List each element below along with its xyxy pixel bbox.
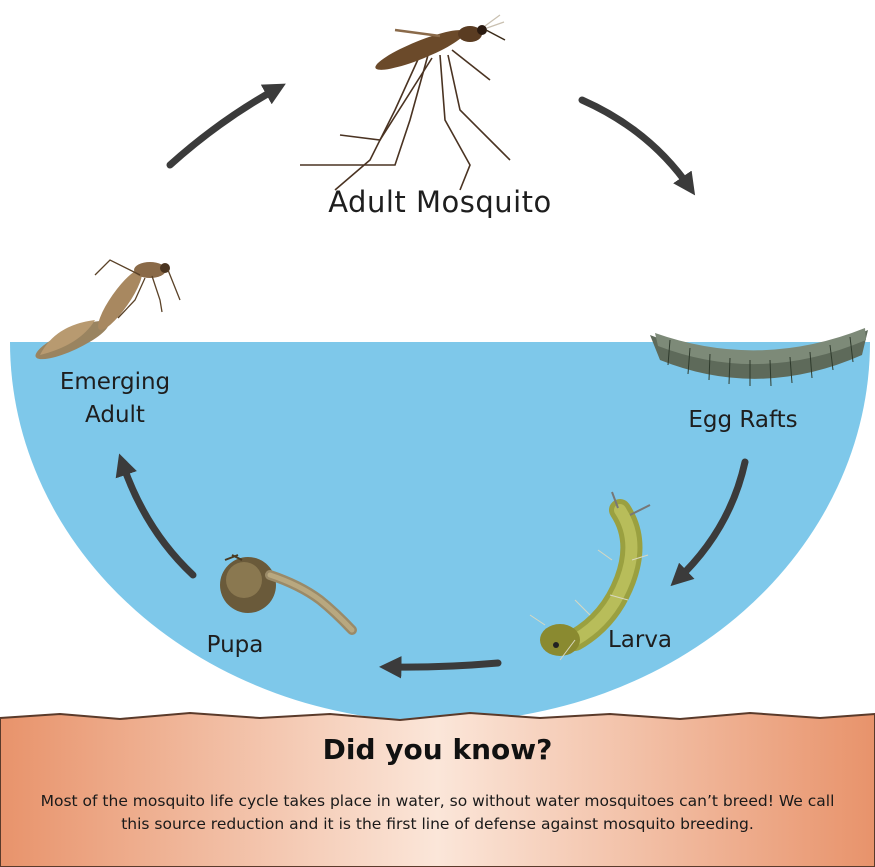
- arrow-adult-to-eggs: [582, 100, 690, 188]
- arrow-emerging-to-adult: [170, 88, 278, 165]
- adult-mosquito-label: Adult Mosquito: [230, 186, 650, 219]
- fact-body: Most of the mosquito life cycle takes pl…: [30, 790, 845, 836]
- adult-mosquito-image: [300, 15, 510, 190]
- egg-rafts-label: Egg Rafts: [668, 404, 818, 437]
- pupa-label: Pupa: [185, 629, 285, 662]
- larva-label: Larva: [600, 624, 680, 657]
- emerging-adult-label: Emerging Adult: [40, 366, 190, 432]
- fact-title: Did you know?: [0, 733, 875, 766]
